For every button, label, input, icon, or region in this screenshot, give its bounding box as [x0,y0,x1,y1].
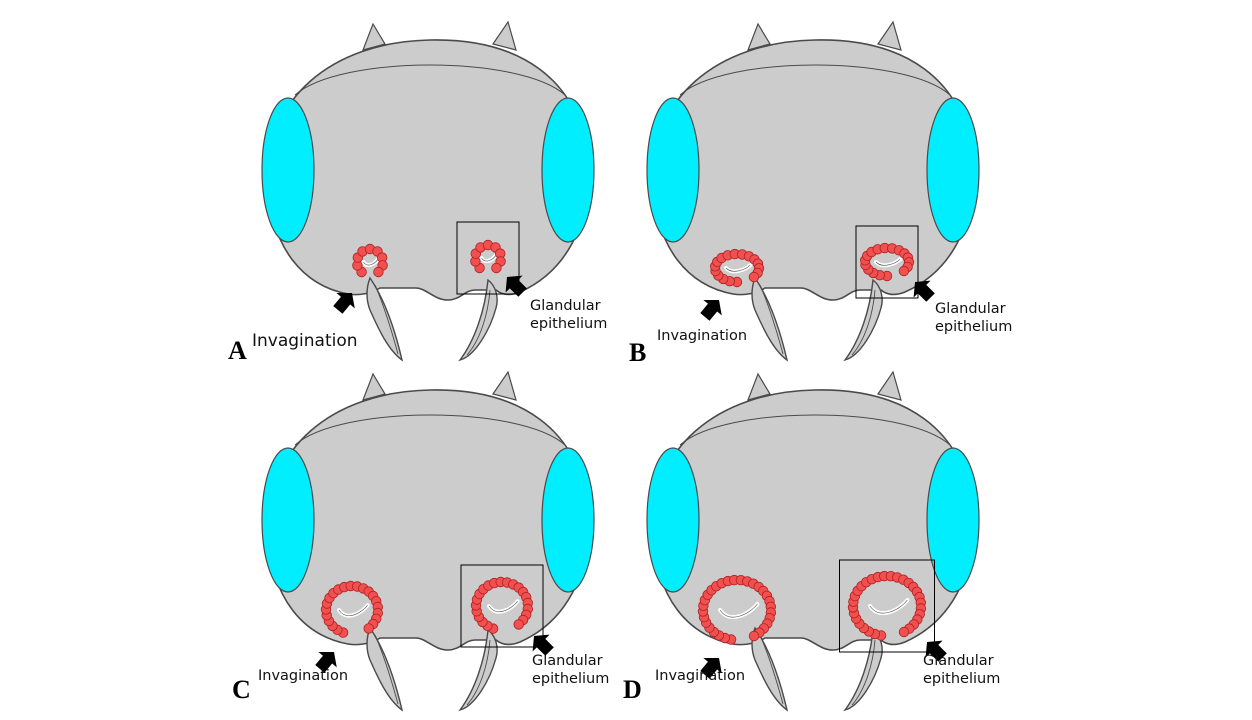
head-diagram [646,20,980,362]
head-diagram [646,370,980,712]
mandible-right-edge [466,289,491,356]
head-diagram [261,370,595,712]
gland-arrow [505,275,527,297]
gland-lumen-outline [875,258,901,266]
gland-arrow [532,634,554,656]
gland-right [470,239,506,274]
gland-lumen-outline [363,259,379,266]
mandible-left-edge [374,284,399,355]
eye-left [261,447,315,593]
head-suture [679,414,951,446]
horn-right [492,20,517,51]
invagination-arrow [700,657,722,679]
panel-letter: C [232,675,251,704]
gland-arrow [913,280,935,302]
highlight-box [839,559,935,653]
mandible-right [458,628,498,712]
gland-left [709,248,765,288]
gland-arrow [925,640,947,662]
mandible-right-edge [851,289,876,356]
panel-letter: B [629,338,647,367]
panel-c: C Invagination Glandular epithelium [220,360,640,720]
head-suture [294,414,566,446]
epithelium-label: epithelium [935,319,1013,335]
head-suture [294,64,566,96]
horn-right [492,370,517,401]
highlight-box [460,564,544,648]
head-suture [679,64,951,96]
gland-lumen-outline [488,601,518,612]
gland-left [320,580,384,638]
gland-lumen-outline [481,255,497,262]
invagination-label: Invagination [657,328,748,344]
glandular-epithelium-label: Glandular epithelium [532,652,609,688]
epithelium-label: epithelium [532,671,610,687]
highlight-box [456,221,520,295]
gland-right [470,576,534,634]
epithelial-cell [748,271,760,283]
glandular-epithelium-label: Glandular epithelium [935,300,1012,336]
epithelial-cell [491,262,502,274]
mandible-right-edge [851,639,876,706]
epithelium-label: epithelium [923,671,1001,687]
mandible-right [843,278,883,362]
glandular-epithelium-label: Glandular epithelium [923,652,1000,688]
gland-lumen-outline [725,264,751,272]
panel-d: D Invagination Glandular epithelium [605,360,1025,720]
epithelium-label: epithelium [530,316,608,332]
invagination-label: Invagination [258,668,349,684]
panel-b: B Invagination Glandular epithelium [605,10,1025,370]
invagination-arrow [315,651,337,673]
invagination-arrow [333,292,355,314]
mandible-left-edge [759,634,784,705]
eye-left [646,97,700,243]
glandular-label: Glandular [530,298,601,314]
invagination-label: Invagination [655,668,746,684]
gland-right [860,242,915,282]
head-capsule [267,39,590,301]
highlight-box [855,225,919,299]
glandular-label: Glandular [532,653,603,669]
eye-right [926,447,980,593]
gland-right [847,570,927,641]
horn-right [877,370,902,401]
horn-right [877,20,902,51]
invagination-arrow [700,299,722,321]
eye-right [541,447,595,593]
glandular-label: Glandular [935,301,1006,317]
eye-left [261,97,315,243]
epithelial-cell [898,626,910,638]
invagination-label: Invagination [252,331,358,351]
mandible-left [366,626,404,712]
epithelial-cell [373,266,384,278]
head-diagram [261,20,595,362]
eye-right [926,97,980,243]
gland-lumen-outline [719,603,758,618]
gland-left [697,574,777,645]
mandible-left [366,276,404,362]
eye-right [541,97,595,243]
eye-left [646,447,700,593]
head-capsule [267,389,590,651]
head-capsule [652,39,975,301]
mandible-left [751,626,789,712]
epithelial-cell [898,265,910,277]
glandular-label: Glandular [923,653,994,669]
mandible-left-edge [374,634,399,705]
mandible-right [843,628,883,712]
mandible-left [751,276,789,362]
epithelial-cell [513,619,524,630]
mandible-left-edge [759,284,784,355]
glandular-epithelium-label: Glandular epithelium [530,297,607,333]
panel-letter: A [228,336,247,365]
panel-a: A Invagination Glandular epithelium [220,10,640,370]
gland-left [352,243,388,278]
epithelial-cell [363,623,374,634]
gland-lumen-outline [338,605,368,616]
gland-lumen-outline [869,599,908,614]
epithelial-cell [748,630,760,642]
panel-letter: D [623,675,642,704]
